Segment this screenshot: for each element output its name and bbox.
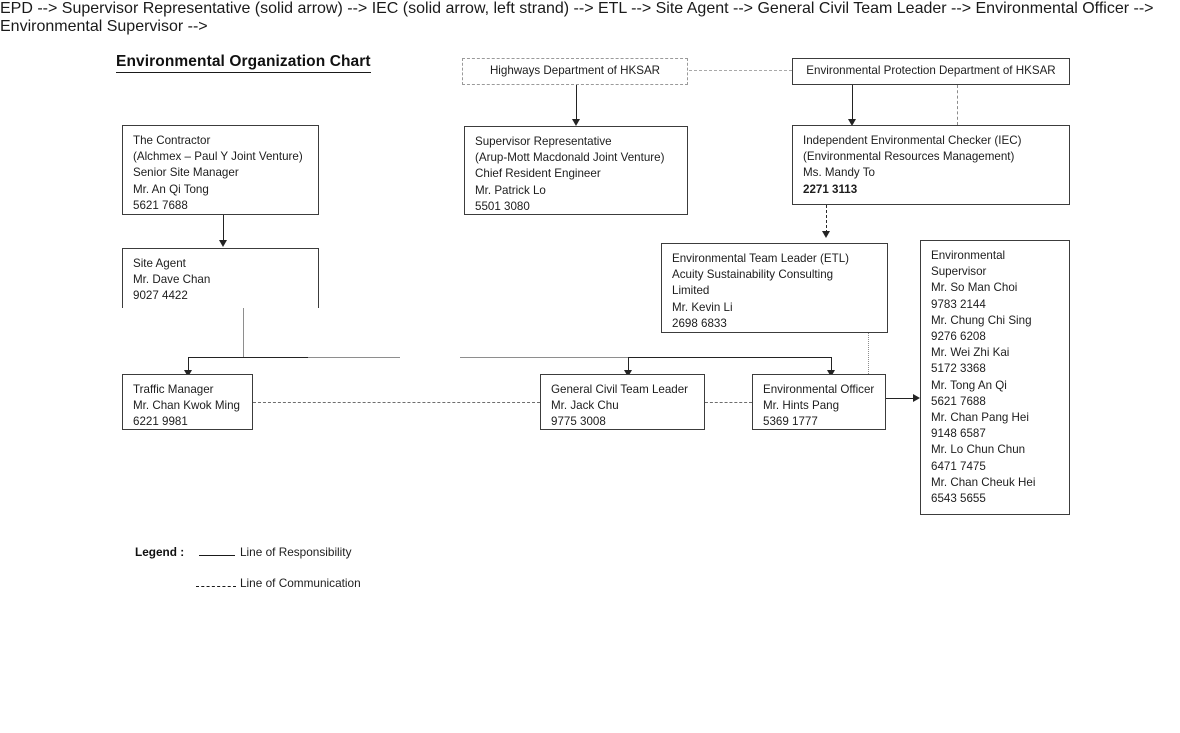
legend-responsibility-swatch (199, 555, 235, 556)
node-environmental-supervisor-line-1: Supervisor (931, 265, 987, 279)
arrowhead-to-environmental-officer (826, 370, 835, 377)
node-environmental-supervisor-line-0: Environmental (931, 249, 1006, 262)
connector-bus-left (188, 357, 308, 358)
arrowhead-to-environmental-supervisor (913, 393, 920, 402)
connector-highways-to-epd (689, 70, 792, 71)
legend-responsibility-text: Line of Responsibility (240, 545, 352, 559)
connector-environmental-officer-to-supervisor (886, 398, 918, 399)
node-iec-line-2: Ms. Mandy To (803, 166, 875, 180)
node-environmental-supervisor-line-8: Mr. Tong An Qi (931, 378, 1007, 392)
node-supervisor-representative[interactable]: Supervisor Representative (Arup-Mott Mac… (464, 126, 688, 215)
arrowhead-epd-to-iec (847, 119, 856, 126)
node-general-civil-team-leader-line-0: General Civil Team Leader (551, 383, 689, 396)
connector-contractor-to-site-agent (223, 214, 224, 244)
node-supervisor-representative-line-0: Supervisor Representative (475, 135, 612, 148)
node-etl-line-2: Limited (672, 284, 710, 298)
node-etl-line-4: 2698 6833 (672, 316, 727, 330)
connector-bus-right-head (460, 357, 628, 358)
node-highways-department-line-0: Highways Department of HKSAR (489, 64, 661, 78)
node-general-civil-team-leader-line-1: Mr. Jack Chu (551, 399, 619, 413)
connector-highways-to-supervisor (576, 85, 577, 123)
node-contractor-line-1: (Alchmex – Paul Y Joint Venture) (133, 150, 303, 164)
node-environmental-officer-line-0: Environmental Officer (763, 383, 875, 396)
node-iec-line-3: 2271 3113 (803, 182, 858, 196)
arrowhead-contractor-to-site-agent (218, 240, 227, 247)
node-etl-line-3: Mr. Kevin Li (672, 300, 733, 314)
node-environmental-supervisor-line-6: Mr. Wei Zhi Kai (931, 346, 1010, 360)
node-supervisor-representative-line-3: Mr. Patrick Lo (475, 183, 546, 197)
node-environmental-supervisor-line-9: 5621 7688 (931, 394, 986, 408)
node-environmental-supervisor-line-11: 9148 6587 (931, 427, 986, 441)
node-environmental-supervisor-line-5: 9276 6208 (931, 330, 986, 344)
page-title: Environmental Organization Chart (116, 53, 371, 73)
node-etl-line-1: Acuity Sustainability Consulting (672, 268, 834, 282)
arrowhead-highways-to-supervisor (571, 119, 580, 126)
node-environmental-supervisor-line-15: 6543 5655 (931, 492, 986, 506)
node-environmental-supervisor[interactable]: Environmental Supervisor Mr. So Man Choi… (920, 240, 1070, 515)
connector-traffic-manager-to-general-civil (253, 402, 540, 403)
node-environmental-officer-line-2: 5369 1777 (763, 415, 818, 429)
node-traffic-manager-line-2: 6221 9981 (133, 415, 188, 429)
connector-bus-left-tail (308, 357, 400, 358)
node-site-agent-line-2: 9027 4422 (133, 289, 188, 303)
arrowhead-to-traffic-manager (183, 370, 192, 377)
legend-communication-swatch (196, 586, 236, 587)
node-iec-line-1: (Environmental Resources Management) (803, 150, 1015, 164)
node-environmental-supervisor-line-2: Mr. So Man Choi (931, 281, 1018, 295)
connector-epd-to-iec-dashed (957, 85, 958, 125)
connector-iec-to-etl (826, 205, 827, 233)
node-site-agent-line-1: Mr. Dave Chan (133, 273, 211, 287)
node-environmental-supervisor-line-14: Mr. Chan Cheuk Hei (931, 475, 1036, 489)
node-environmental-officer-line-1: Mr. Hints Pang (763, 399, 840, 413)
node-environmental-supervisor-line-3: 9783 2144 (931, 297, 986, 311)
node-contractor[interactable]: The Contractor (Alchmex – Paul Y Joint V… (122, 125, 319, 215)
node-contractor-line-3: Mr. An Qi Tong (133, 182, 209, 196)
connector-bus-right-to-environmental-officer (831, 357, 832, 374)
node-environmental-supervisor-line-13: 6471 7475 (931, 459, 986, 473)
node-supervisor-representative-line-1: (Arup-Mott Macdonald Joint Venture) (475, 151, 665, 165)
node-site-agent-line-0: Site Agent (133, 257, 186, 270)
node-traffic-manager[interactable]: Traffic Manager Mr. Chan Kwok Ming 6221 … (122, 374, 253, 430)
node-traffic-manager-line-1: Mr. Chan Kwok Ming (133, 399, 240, 413)
connector-general-civil-to-environmental-officer (705, 402, 752, 403)
arrowhead-iec-to-etl (821, 231, 830, 238)
node-general-civil-team-leader-line-2: 9775 3008 (551, 415, 606, 429)
node-contractor-line-4: 5621 7688 (133, 198, 188, 212)
connector-bus-left-to-traffic-manager (188, 357, 189, 374)
legend-label: Legend : (135, 545, 185, 559)
node-epd[interactable]: Environmental Protection Department of H… (792, 58, 1070, 85)
node-environmental-supervisor-line-4: Mr. Chung Chi Sing (931, 313, 1032, 327)
node-iec-line-0: Independent Environmental Checker (IEC) (803, 134, 1022, 147)
node-iec[interactable]: Independent Environmental Checker (IEC) … (792, 125, 1070, 205)
connector-epd-to-iec (852, 85, 853, 123)
connector-etl-to-environmental-officer-dotted (868, 332, 869, 374)
node-environmental-officer[interactable]: Environmental Officer Mr. Hints Pang 536… (752, 374, 886, 430)
node-environmental-supervisor-line-10: Mr. Chan Pang Hei (931, 411, 1029, 425)
connector-bus-right-to-general-civil (628, 357, 629, 374)
node-etl-line-0: Environmental Team Leader (ETL) (672, 252, 849, 265)
node-contractor-line-0: The Contractor (133, 134, 211, 147)
node-etl[interactable]: Environmental Team Leader (ETL) Acuity S… (661, 243, 888, 333)
node-environmental-supervisor-line-12: Mr. Lo Chun Chun (931, 443, 1026, 457)
connector-bus-right (628, 357, 831, 358)
node-contractor-line-2: Senior Site Manager (133, 166, 239, 180)
node-general-civil-team-leader[interactable]: General Civil Team Leader Mr. Jack Chu 9… (540, 374, 705, 430)
legend-communication-text: Line of Communication (240, 576, 361, 590)
connector-site-agent-stem (243, 307, 244, 357)
node-supervisor-representative-line-4: 5501 3080 (475, 199, 530, 213)
node-traffic-manager-line-0: Traffic Manager (133, 383, 214, 396)
node-epd-line-0: Environmental Protection Department of H… (806, 64, 1056, 78)
node-highways-department[interactable]: Highways Department of HKSAR (462, 58, 688, 85)
node-supervisor-representative-line-2: Chief Resident Engineer (475, 167, 601, 181)
node-environmental-supervisor-line-7: 5172 3368 (931, 362, 986, 376)
arrowhead-to-general-civil-team-leader (623, 370, 632, 377)
node-site-agent[interactable]: Site Agent Mr. Dave Chan 9027 4422 (122, 248, 319, 308)
